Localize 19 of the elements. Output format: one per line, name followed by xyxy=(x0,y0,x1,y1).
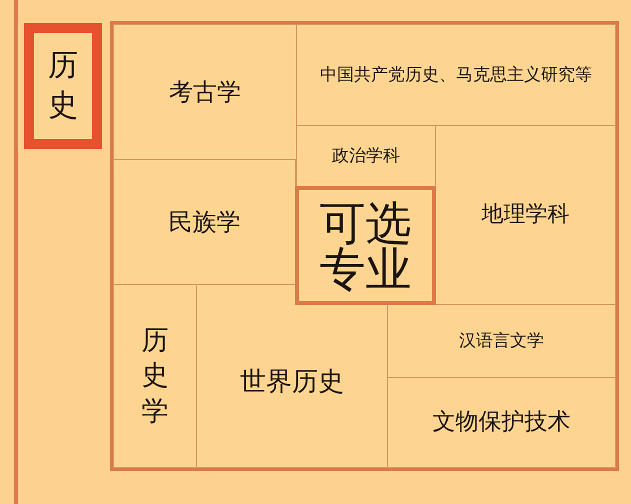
subject-cell xyxy=(387,377,616,468)
category-title: 历史 xyxy=(48,46,78,125)
grid-frame xyxy=(110,21,619,471)
major-name: 文物保护技术 xyxy=(432,408,570,436)
major-name: 世界历史 xyxy=(240,366,344,398)
subject-cell xyxy=(296,24,616,126)
major-name: 汉语言文学 xyxy=(459,330,544,352)
center-title: 可选专业 xyxy=(320,200,412,292)
subject-cell xyxy=(113,284,197,468)
subject-cell xyxy=(113,24,297,160)
category-box xyxy=(24,23,102,149)
major-name: 民族学 xyxy=(168,208,240,236)
subject-cell xyxy=(113,159,296,285)
major-name: 政治学科 xyxy=(332,146,400,166)
major-name: 地理学科 xyxy=(482,202,570,228)
major-name: 考古学 xyxy=(169,78,241,106)
major-name: 历史学 xyxy=(142,324,168,429)
major-name: 中国共产党历史、马克思主义研究等 xyxy=(320,64,592,86)
highlight-box xyxy=(295,186,436,305)
